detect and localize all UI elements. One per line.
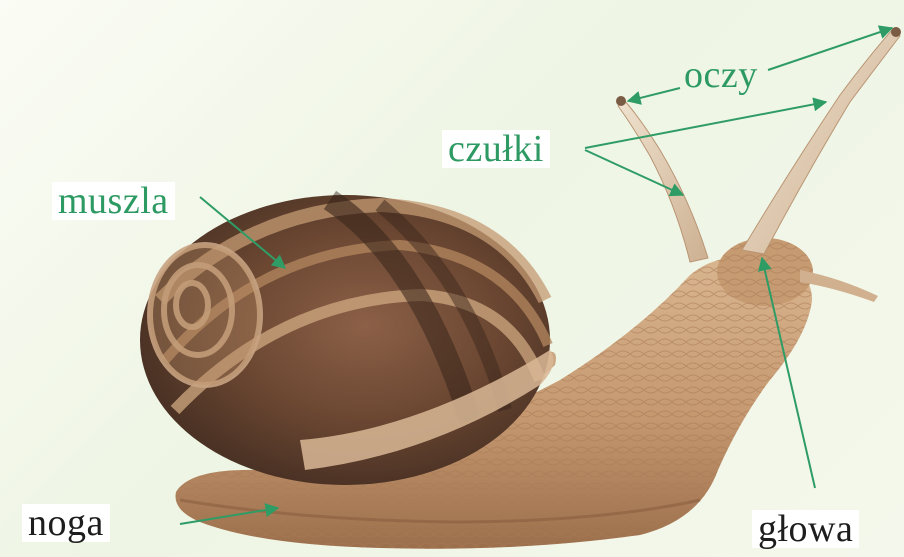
label-oczy: oczy [684, 56, 758, 94]
label-noga: noga [22, 504, 110, 542]
left-tentacle [618, 100, 708, 262]
label-glowa: głowa [752, 510, 859, 548]
right-eye [891, 27, 901, 37]
right-tentacle [742, 30, 900, 254]
oczy-arrow-left [628, 88, 680, 101]
label-czulki: czułki [442, 130, 550, 168]
left-eye [616, 96, 626, 106]
label-muszla: muszla [52, 182, 175, 220]
